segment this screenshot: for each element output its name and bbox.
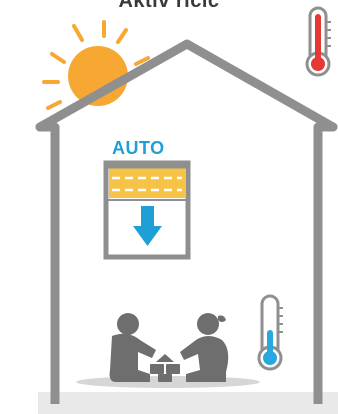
thermometer-hot-icon: [307, 8, 331, 75]
thermometer-cool-icon: [259, 296, 283, 369]
floor: [38, 392, 338, 414]
blind-mode-label: AUTO: [112, 138, 165, 159]
children-playing-icon: [76, 313, 260, 388]
